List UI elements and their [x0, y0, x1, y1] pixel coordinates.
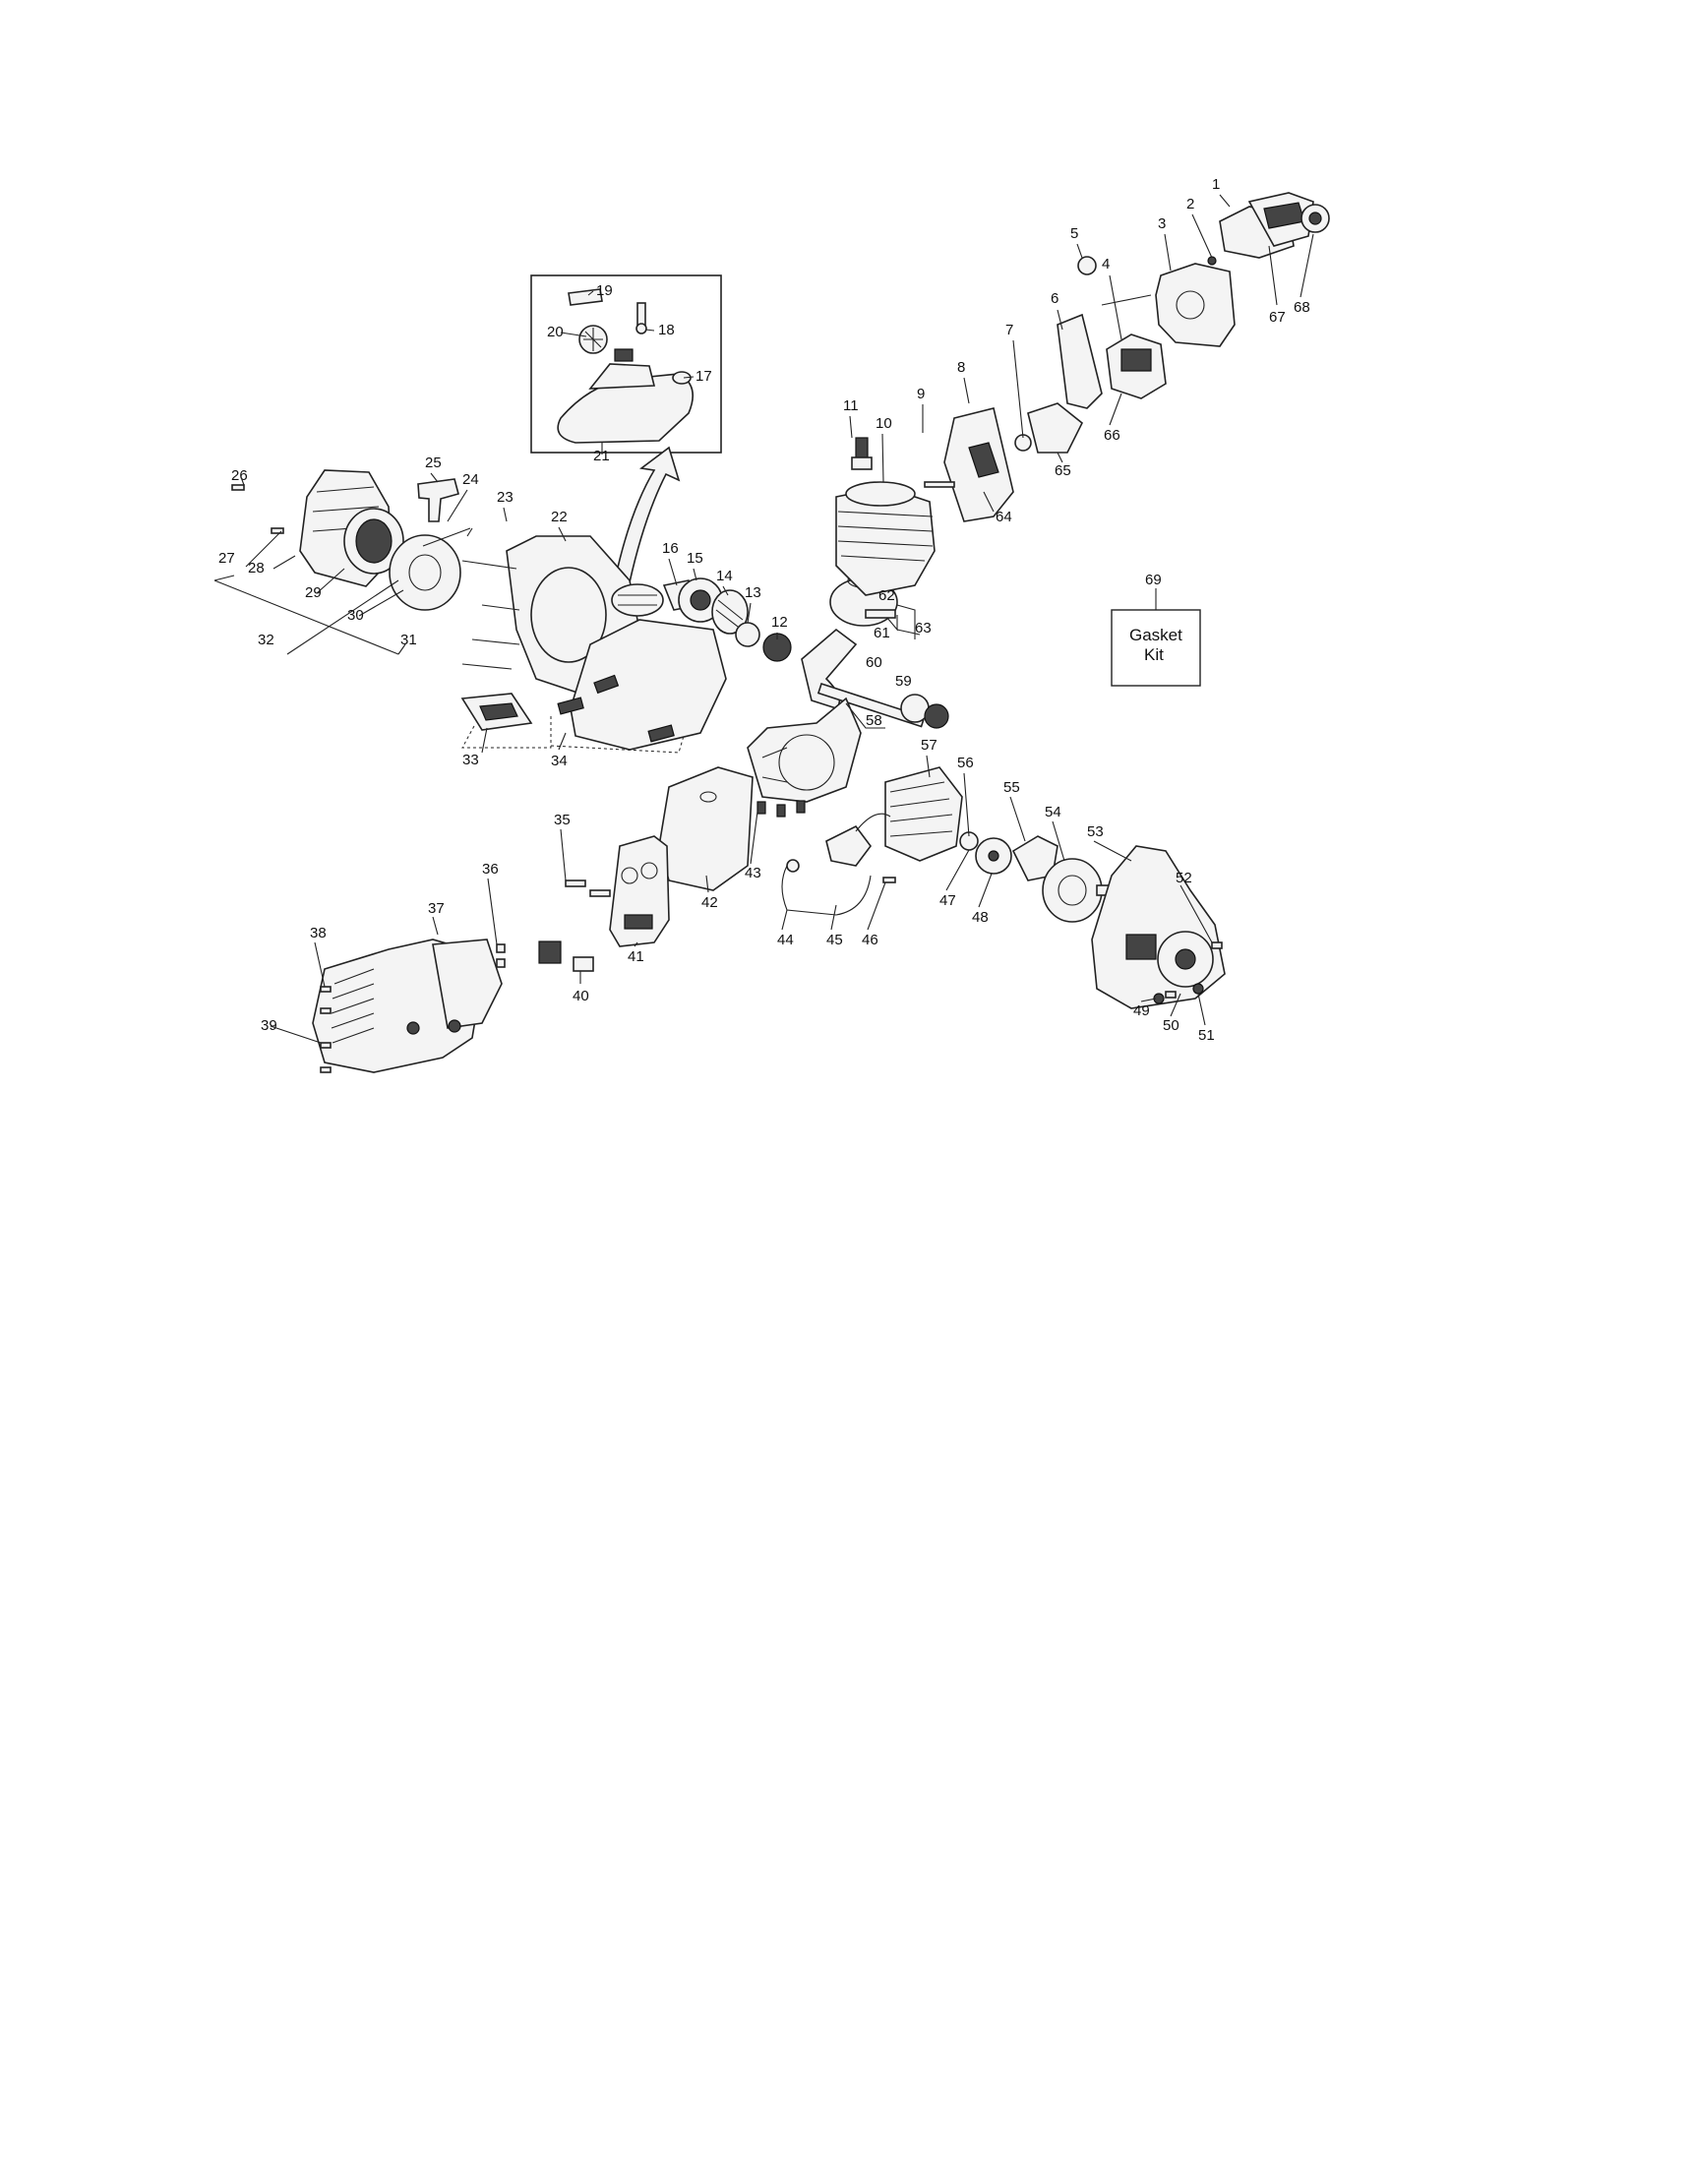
part-label-23: 23 — [497, 489, 514, 506]
part-label-48: 48 — [972, 909, 989, 926]
part-label-24: 24 — [462, 471, 479, 488]
part-label-44: 44 — [777, 932, 794, 948]
label-leader-lines — [240, 194, 1314, 1044]
part-label-63: 63 — [915, 620, 932, 637]
part-label-42: 42 — [701, 894, 718, 911]
part-label-14: 14 — [716, 568, 733, 584]
part-label-1: 1 — [1212, 176, 1220, 193]
part-label-25: 25 — [425, 455, 442, 471]
part-label-68: 68 — [1294, 299, 1310, 316]
part-label-9: 9 — [917, 386, 925, 402]
part-label-43: 43 — [745, 865, 761, 881]
part-label-61: 61 — [874, 625, 890, 641]
part-label-13: 13 — [745, 584, 761, 601]
part-label-40: 40 — [573, 988, 589, 1004]
part-label-15: 15 — [687, 550, 703, 567]
part-label-3: 3 — [1158, 215, 1166, 232]
gasket-kit-number: 69 — [1145, 572, 1162, 588]
gasket-kit-label-line2: Kit — [1144, 645, 1164, 664]
part-label-11: 11 — [843, 397, 859, 414]
part-number-labels: 1 2 3 4 5 6 7 8 9 10 11 12 13 14 15 16 1… — [218, 176, 1310, 1044]
part-label-50: 50 — [1163, 1017, 1179, 1034]
part-label-47: 47 — [939, 892, 956, 909]
part-label-28: 28 — [248, 560, 265, 576]
part-label-57: 57 — [921, 737, 937, 754]
part-label-38: 38 — [310, 925, 327, 941]
part-label-53: 53 — [1087, 823, 1104, 840]
part-label-2: 2 — [1186, 196, 1194, 212]
curved-arrow — [614, 446, 681, 583]
part-label-58: 58 — [866, 712, 882, 729]
clutch-housing — [1091, 845, 1226, 1009]
part-label-22: 22 — [551, 509, 568, 525]
carburetor-filter-assembly — [1077, 192, 1330, 399]
part-label-16: 16 — [662, 540, 679, 557]
part-label-27: 27 — [218, 550, 235, 567]
part-label-18: 18 — [658, 322, 675, 338]
part-label-60: 60 — [866, 654, 882, 671]
part-label-49: 49 — [1133, 1002, 1150, 1019]
part-label-32: 32 — [258, 632, 274, 648]
part-label-17: 17 — [695, 368, 712, 385]
part-label-46: 46 — [862, 932, 878, 948]
crankcase — [747, 697, 862, 818]
part-label-33: 33 — [462, 752, 479, 768]
part-label-52: 52 — [1176, 870, 1192, 886]
part-label-37: 37 — [428, 900, 445, 917]
part-label-10: 10 — [876, 415, 892, 432]
part-label-5: 5 — [1070, 225, 1078, 242]
part-label-45: 45 — [826, 932, 843, 948]
part-label-26: 26 — [231, 467, 248, 484]
fuel-tank — [550, 583, 727, 754]
part-label-39: 39 — [261, 1017, 277, 1034]
part-label-19: 19 — [596, 282, 613, 299]
part-label-56: 56 — [957, 755, 974, 771]
bracket-lines — [213, 443, 921, 729]
part-label-55: 55 — [1003, 779, 1020, 796]
part-label-64: 64 — [996, 509, 1012, 525]
part-label-6: 6 — [1051, 290, 1058, 307]
part-label-51: 51 — [1198, 1027, 1215, 1044]
part-label-67: 67 — [1269, 309, 1286, 326]
part-label-21: 21 — [593, 448, 610, 464]
part-label-31: 31 — [400, 632, 417, 648]
part-label-20: 20 — [547, 324, 564, 340]
part-label-8: 8 — [957, 359, 965, 376]
part-label-4: 4 — [1102, 256, 1110, 273]
part-label-41: 41 — [628, 948, 644, 965]
cylinder-assembly — [835, 313, 1103, 596]
gasket-kit-box: 69 Gasket Kit — [1111, 572, 1201, 687]
fuel-tank-inset — [530, 274, 722, 454]
muffler-assembly — [496, 766, 754, 972]
part-label-12: 12 — [771, 614, 788, 631]
part-label-62: 62 — [878, 587, 895, 604]
flywheel-clutch-parts — [781, 766, 1127, 923]
part-label-35: 35 — [554, 812, 571, 828]
gasket-kit-label-line1: Gasket — [1129, 626, 1182, 644]
front-cover — [312, 939, 503, 1073]
part-label-59: 59 — [895, 673, 912, 690]
part-label-30: 30 — [347, 607, 364, 624]
part-label-7: 7 — [1005, 322, 1013, 338]
part-label-65: 65 — [1055, 462, 1071, 479]
part-label-34: 34 — [551, 753, 568, 769]
part-label-36: 36 — [482, 861, 499, 878]
part-label-66: 66 — [1104, 427, 1120, 444]
starter-assembly — [231, 469, 461, 611]
part-label-54: 54 — [1045, 804, 1061, 820]
part-label-29: 29 — [305, 584, 322, 601]
